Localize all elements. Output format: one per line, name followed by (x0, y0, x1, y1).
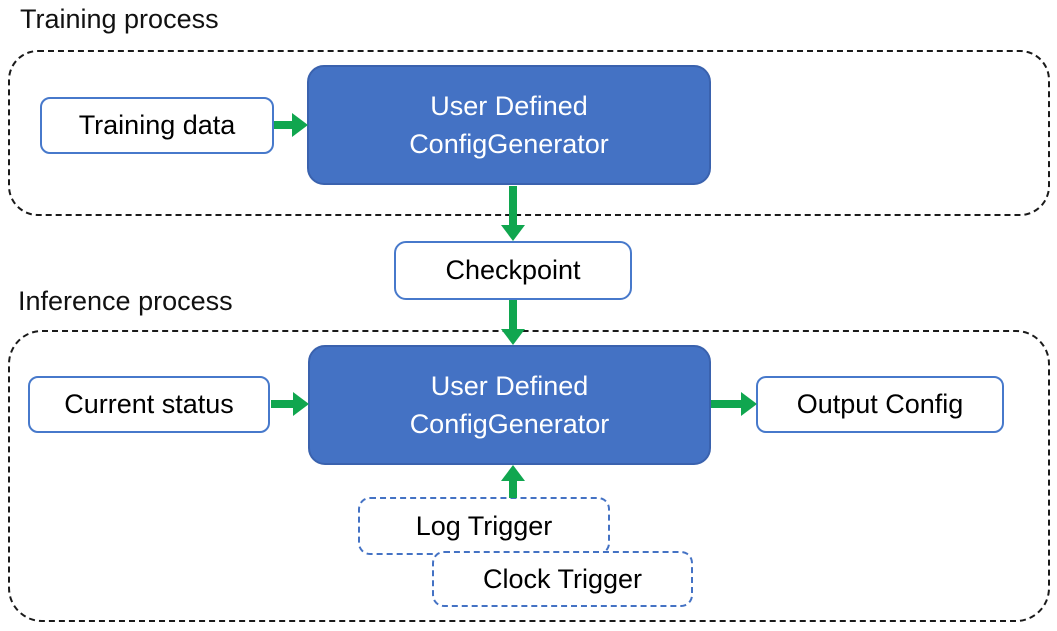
arrow-head (501, 329, 525, 345)
arrow-up-icon (501, 465, 525, 498)
arrow-head (501, 465, 525, 481)
arrow-down-icon (501, 186, 525, 241)
inference-config-generator-box: User Defined ConfigGenerator (308, 345, 711, 465)
arrow-down-icon (501, 300, 525, 345)
clock-trigger-box: Clock Trigger (432, 551, 693, 607)
training-process-label: Training process (20, 4, 219, 34)
arrow-head (292, 113, 308, 137)
current-status-box: Current status (28, 376, 270, 433)
arrow-shaft (271, 400, 295, 408)
output-config-box: Output Config (756, 376, 1004, 433)
inference-config-generator-line2: ConfigGenerator (409, 409, 610, 439)
inference-process-container (8, 330, 1050, 622)
arrow-shaft (274, 121, 294, 129)
training-config-generator-line1: User Defined (430, 91, 588, 121)
arrow-shaft (509, 300, 517, 331)
inference-process-label: Inference process (18, 286, 233, 316)
arrow-shaft (509, 186, 517, 227)
arrow-right-icon (274, 113, 308, 137)
arrow-right-icon (711, 392, 757, 416)
arrow-right-icon (271, 392, 309, 416)
inference-config-generator-line1: User Defined (430, 371, 589, 401)
arrow-head (501, 225, 525, 241)
training-data-box: Training data (40, 97, 274, 154)
arrow-shaft (509, 479, 517, 498)
arrow-head (741, 392, 757, 416)
training-process-container (8, 50, 1050, 216)
arrow-head (293, 392, 309, 416)
checkpoint-box: Checkpoint (394, 241, 632, 300)
training-config-generator-line2: ConfigGenerator (409, 129, 609, 159)
training-config-generator-box: User Defined ConfigGenerator (307, 65, 711, 185)
arrow-shaft (711, 400, 743, 408)
log-trigger-box: Log Trigger (358, 497, 610, 555)
